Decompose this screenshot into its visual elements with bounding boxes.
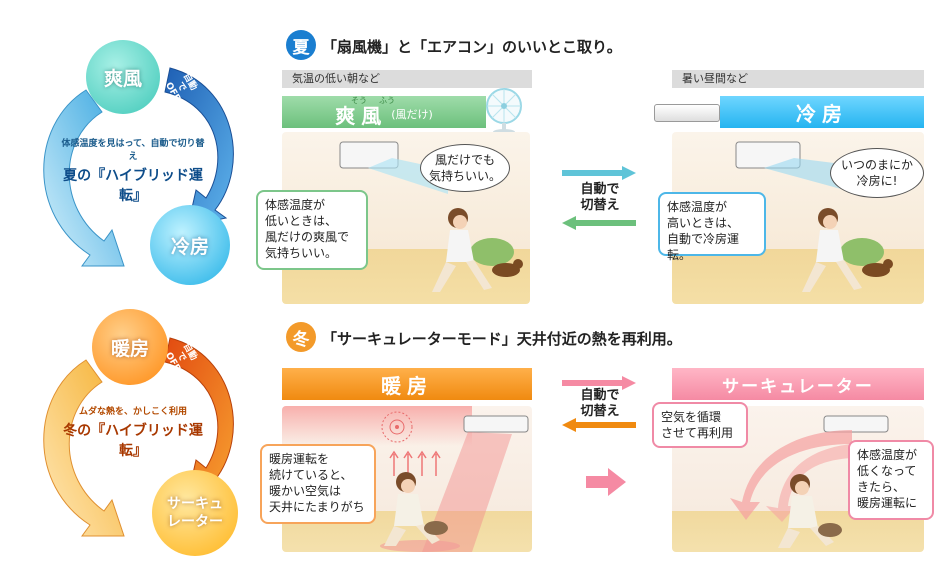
summer-left-callout-text: 体感温度が 低いときは、 風だけの爽風で 気持ちいい。 (265, 198, 350, 260)
summer-left-thought-text: 風だけでも 気持ちいい。 (428, 153, 501, 183)
summer-left-thought-bubble: 風だけでも 気持ちいい。 (420, 144, 510, 192)
winter-switch-text: 自動で 切替え (580, 388, 620, 419)
winter-left-callout-text: 暖房運転を 続けていると、 暖かい空気は 天井にたまりがち (269, 452, 365, 514)
summer-switch-arrow-left (562, 216, 636, 230)
summer-switch-label: 自動で 切替え (570, 182, 630, 214)
summer-left-mode-note: (風だけ) (391, 108, 433, 121)
winter-left-mode-bar: 暖房 (282, 368, 532, 400)
summer-left-time-label: 気温の低い朝など (282, 70, 532, 88)
summer-left-callout: 体感温度が 低いときは、 風だけの爽風で 気持ちいい。 (256, 190, 368, 270)
rising-heat-arrows (389, 450, 441, 476)
summer-switch-text: 自動で 切替え (580, 182, 620, 213)
sofu-ruby-1: そう (351, 96, 367, 105)
winter-switch-label: 自動で 切替え (570, 388, 630, 420)
summer-right-mode-label: 冷房 (796, 101, 848, 126)
summer-left-mode-bar: そう ふう 爽風 (風だけ) (282, 96, 486, 128)
winter-right-callout-bottom: 体感温度が 低くなって きたら、 暖房運転に (848, 440, 934, 520)
winter-right-mode-bar: サーキュレーター (672, 368, 924, 400)
winter-season-icon: 冬 (286, 322, 316, 352)
winter-left-callout: 暖房運転を 続けていると、 暖かい空気は 天井にたまりがち (260, 444, 376, 524)
summer-cycle-caption-big: 夏の『ハイブリッド運転』 (63, 168, 203, 204)
summer-season-icon: 夏 (286, 30, 316, 60)
summer-cycle-caption: 体感温度を見はって、自動で切り替え 夏の『ハイブリッド運転』 (58, 136, 208, 205)
winter-cycle-danbo-circle: 暖房 (92, 309, 168, 385)
summer-cycle-sofu-circle: 爽風 (86, 40, 160, 114)
winter-title: 「サーキュレーターモード」天井付近の熱を再利用。 (322, 330, 682, 348)
winter-transition-arrow (586, 468, 626, 496)
summer-right-callout-text: 体感温度が 高いときは、 自動で冷房運転。 (667, 200, 740, 262)
ceiling-heat-area (282, 406, 472, 446)
winter-left-ac-icon (422, 415, 529, 552)
winter-cycle-caption-small: ムダな熱を、かしこく利用 (78, 407, 187, 417)
summer-cycle-caption-small: 体感温度を見はって、自動で切り替え (61, 139, 205, 162)
winter-right-callout-top: 空気を循環 させて再利用 (652, 402, 748, 448)
summer-cycle-reibo-label: 冷房 (170, 235, 209, 258)
summer-right-mode-bar: 冷房 (720, 96, 924, 128)
summer-cycle-reibo-circle: 冷房 (150, 205, 230, 285)
summer-switch-arrow-right (562, 166, 636, 180)
summer-right-callout: 体感温度が 高いときは、 自動で冷房運転。 (658, 192, 766, 262)
summer-right-thought-bubble: いつのまにか 冷房に! (830, 148, 924, 198)
circulation-arrows-icon (730, 430, 852, 522)
winter-cycle-caption: ムダな熱を、かしこく利用 冬の『ハイブリッド運転』 (58, 404, 208, 460)
winter-left-mode-label: 暖房 (381, 373, 433, 398)
winter-right-person-icon (778, 474, 842, 548)
summer-left-mode-label: 爽風 (335, 103, 388, 128)
summer-left-person-icon (432, 208, 523, 292)
summer-right-thought-text: いつのまにか 冷房に! (840, 158, 913, 188)
winter-cycle-circulator-line2: レーター (167, 514, 223, 530)
winter-cycle-caption-big: 冬の『ハイブリッド運転』 (63, 423, 203, 459)
electric-fan-icon (486, 88, 522, 135)
summer-right-person-icon (802, 208, 893, 292)
winter-right-callout-top-text: 空気を循環 させて再利用 (661, 410, 734, 440)
winter-cycle-danbo-label: 暖房 (110, 337, 149, 360)
winter-right-callout-bottom-text: 体感温度が 低くなって きたら、 暖房運転に (857, 448, 918, 510)
winter-switch-arrow-right (562, 376, 636, 390)
winter-right-ac-icon (823, 415, 889, 433)
summer-cycle-sofu-label: 爽風 (103, 67, 142, 90)
winter-switch-arrow-left (562, 418, 636, 432)
winter-left-room (282, 406, 532, 552)
winter-right-mode-label: サーキュレーター (722, 376, 874, 397)
summer-right-ac-top-icon (654, 104, 720, 122)
summer-right-time-label: 暑い昼間など (672, 70, 924, 88)
winter-cycle-circulator-circle: サーキュ レーター (152, 470, 238, 556)
summer-title: 「扇風機」と「エアコン」のいいとこ取り。 (322, 38, 622, 56)
sofu-ruby-2: ふう (379, 96, 395, 105)
heat-target-icon (381, 411, 413, 443)
winter-cycle-circulator-line1: サーキュ (167, 496, 223, 512)
winter-left-person-icon (380, 472, 460, 552)
